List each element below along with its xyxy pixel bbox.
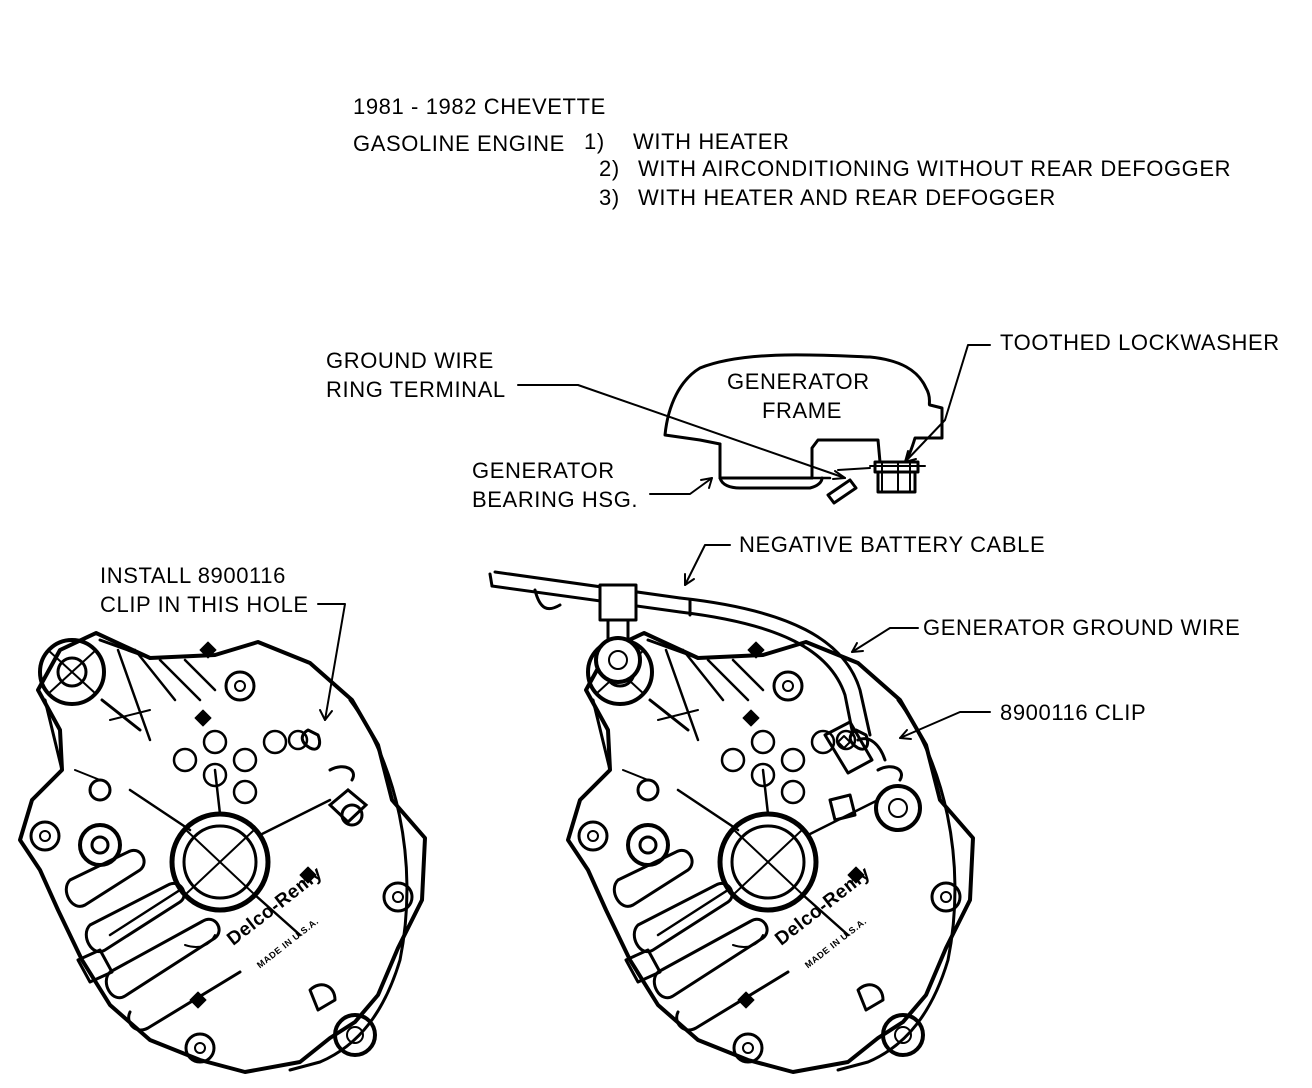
- engine-label: GASOLINE ENGINE: [353, 131, 565, 156]
- option-2-number: 2): [599, 156, 620, 181]
- diagram-title: 1981 - 1982 CHEVETTE: [353, 94, 606, 119]
- label-generator-bearing-2: BEARING HSG.: [472, 487, 639, 512]
- right-alternator-drawing: [568, 633, 973, 1072]
- left-alternator-clip-hole: [330, 790, 366, 825]
- label-install-8900116: INSTALL 8900116: [100, 563, 286, 588]
- leader-negative-cable: [685, 545, 730, 585]
- label-ring-terminal: RING TERMINAL: [326, 377, 506, 402]
- label-negative-battery-cable: NEGATIVE BATTERY CABLE: [739, 532, 1046, 557]
- label-toothed-lockwasher: TOOTHED LOCKWASHER: [1000, 330, 1280, 355]
- leader-install-clip: [318, 604, 345, 720]
- label-generator-frame-2: FRAME: [762, 398, 842, 423]
- label-generator-bearing-1: GENERATOR: [472, 458, 615, 483]
- label-generator-frame-1: GENERATOR: [727, 369, 870, 394]
- option-3-number: 3): [599, 185, 620, 210]
- label-generator-ground-wire: GENERATOR GROUND WIRE: [923, 615, 1241, 640]
- leader-ring-terminal: [518, 385, 845, 478]
- option-1-text: WITH HEATER: [633, 129, 790, 154]
- battery-cable-drawing: [490, 572, 870, 735]
- label-ground-wire: GROUND WIRE: [326, 348, 494, 373]
- label-clip-in-this-hole: CLIP IN THIS HOLE: [100, 592, 309, 617]
- leader-toothed-lockwasher: [905, 345, 990, 462]
- label-8900116-clip: 8900116 CLIP: [1000, 700, 1147, 725]
- leader-bearing-hsg: [650, 478, 712, 494]
- right-alternator-ground-hardware: [825, 722, 920, 830]
- left-alternator-drawing: [20, 633, 425, 1072]
- leader-8900116-clip: [900, 712, 990, 738]
- leader-lines: [318, 345, 990, 739]
- option-2-text: WITH AIRCONDITIONING WITHOUT REAR DEFOGG…: [638, 156, 1232, 181]
- option-1-number: 1): [584, 129, 605, 154]
- generator-frame-detail: [665, 355, 942, 503]
- leader-ground-wire: [852, 628, 918, 652]
- option-3-text: WITH HEATER AND REAR DEFOGGER: [638, 185, 1056, 210]
